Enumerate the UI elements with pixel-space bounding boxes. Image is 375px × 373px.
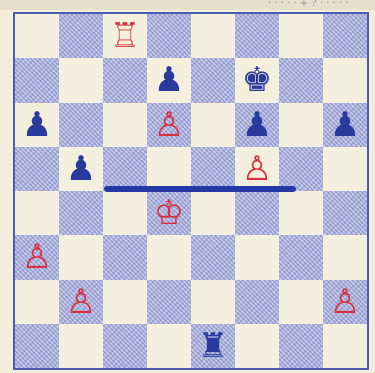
blue-rook-icon[interactable]: ♜ [198, 329, 228, 363]
red-pawn-icon[interactable]: ♙ [22, 240, 52, 274]
square-d8[interactable] [147, 14, 191, 58]
square-g8[interactable] [279, 14, 323, 58]
square-e1[interactable]: ♜ [191, 324, 235, 368]
square-c7[interactable] [103, 58, 147, 102]
square-g5[interactable] [279, 147, 323, 191]
red-rook-icon[interactable]: ♖ [110, 19, 140, 53]
red-king-icon[interactable]: ♔ [154, 196, 184, 230]
red-pawn-icon[interactable]: ♙ [66, 285, 96, 319]
square-h3[interactable] [323, 235, 367, 279]
square-d5[interactable] [147, 147, 191, 191]
square-b7[interactable] [59, 58, 103, 102]
move-arrow [104, 186, 296, 192]
square-e2[interactable] [191, 280, 235, 324]
square-a5[interactable] [15, 147, 59, 191]
square-f2[interactable] [235, 280, 279, 324]
square-g3[interactable] [279, 235, 323, 279]
square-e7[interactable] [191, 58, 235, 102]
square-e8[interactable] [191, 14, 235, 58]
square-g2[interactable] [279, 280, 323, 324]
square-e5[interactable] [191, 147, 235, 191]
square-f1[interactable] [235, 324, 279, 368]
square-h1[interactable] [323, 324, 367, 368]
square-h4[interactable] [323, 191, 367, 235]
square-e4[interactable] [191, 191, 235, 235]
header-strip: · · · · · + ? · · · · · [0, 0, 375, 10]
square-b4[interactable] [59, 191, 103, 235]
blue-king-icon[interactable]: ♚ [242, 63, 272, 97]
square-c5[interactable] [103, 147, 147, 191]
square-a3[interactable]: ♙ [15, 235, 59, 279]
square-b8[interactable] [59, 14, 103, 58]
square-d1[interactable] [147, 324, 191, 368]
square-h2[interactable]: ♙ [323, 280, 367, 324]
square-f8[interactable] [235, 14, 279, 58]
square-f7[interactable]: ♚ [235, 58, 279, 102]
square-e3[interactable] [191, 235, 235, 279]
square-a8[interactable] [15, 14, 59, 58]
blue-pawn-icon[interactable]: ♟ [330, 108, 360, 142]
square-h5[interactable] [323, 147, 367, 191]
square-b3[interactable] [59, 235, 103, 279]
square-c3[interactable] [103, 235, 147, 279]
square-b2[interactable]: ♙ [59, 280, 103, 324]
red-pawn-icon[interactable]: ♙ [242, 152, 272, 186]
square-d4[interactable]: ♔ [147, 191, 191, 235]
square-c2[interactable] [103, 280, 147, 324]
square-h8[interactable] [323, 14, 367, 58]
square-h6[interactable]: ♟ [323, 103, 367, 147]
blue-pawn-icon[interactable]: ♟ [66, 152, 96, 186]
square-g1[interactable] [279, 324, 323, 368]
square-f5[interactable]: ♙ [235, 147, 279, 191]
square-g7[interactable] [279, 58, 323, 102]
square-b5[interactable]: ♟ [59, 147, 103, 191]
square-b6[interactable] [59, 103, 103, 147]
header-text: · · · · · + ? · · · · · [268, 0, 349, 9]
square-d2[interactable] [147, 280, 191, 324]
square-g4[interactable] [279, 191, 323, 235]
square-a6[interactable]: ♟ [15, 103, 59, 147]
blue-pawn-icon[interactable]: ♟ [242, 108, 272, 142]
square-a2[interactable] [15, 280, 59, 324]
square-c8[interactable]: ♖ [103, 14, 147, 58]
blue-pawn-icon[interactable]: ♟ [154, 63, 184, 97]
red-pawn-icon[interactable]: ♙ [330, 285, 360, 319]
square-a4[interactable] [15, 191, 59, 235]
blue-pawn-icon[interactable]: ♟ [22, 108, 52, 142]
square-d7[interactable]: ♟ [147, 58, 191, 102]
red-pawn-icon[interactable]: ♙ [154, 108, 184, 142]
square-d3[interactable] [147, 235, 191, 279]
square-f4[interactable] [235, 191, 279, 235]
square-a1[interactable] [15, 324, 59, 368]
square-d6[interactable]: ♙ [147, 103, 191, 147]
square-c6[interactable] [103, 103, 147, 147]
square-h7[interactable] [323, 58, 367, 102]
square-f3[interactable] [235, 235, 279, 279]
square-c1[interactable] [103, 324, 147, 368]
square-g6[interactable] [279, 103, 323, 147]
square-c4[interactable] [103, 191, 147, 235]
square-e6[interactable] [191, 103, 235, 147]
square-b1[interactable] [59, 324, 103, 368]
square-a7[interactable] [15, 58, 59, 102]
square-f6[interactable]: ♟ [235, 103, 279, 147]
